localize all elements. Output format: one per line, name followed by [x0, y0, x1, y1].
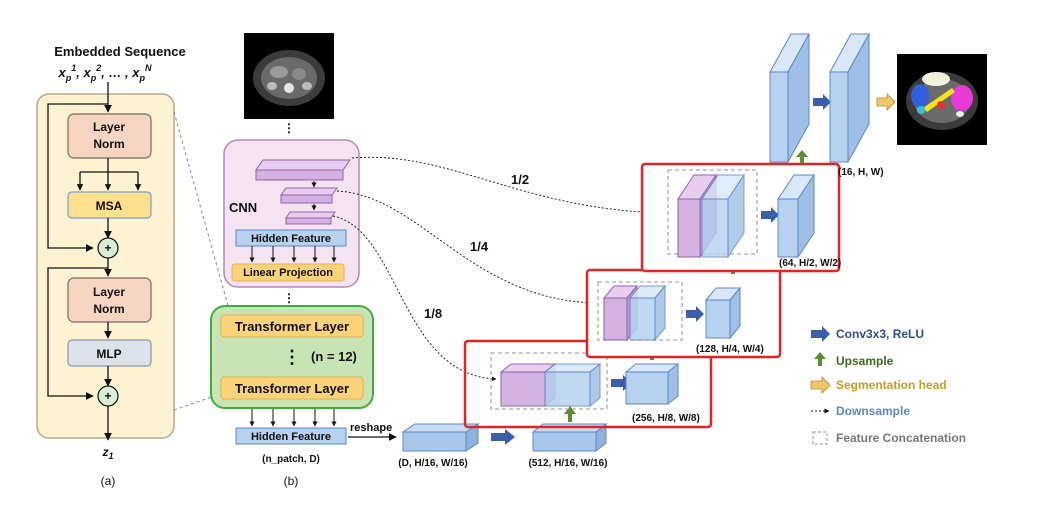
reshape-label: reshape: [350, 422, 392, 434]
conv-arrow-1: [491, 429, 515, 445]
hidden-feature-cnn: [235, 229, 347, 247]
transformer-layer-top-label: Transformer Layer: [235, 319, 349, 334]
residual-add-2-symbol: +: [104, 389, 111, 403]
svg-text:⋮: ⋮: [283, 347, 301, 367]
transformer-layer-bottom-label: Transformer Layer: [235, 381, 349, 396]
linear-projection-label: Linear Projection: [243, 267, 333, 279]
dims-256-label: (256, H/8, W/8): [632, 413, 700, 424]
dims-128-label: (128, H/4, W/4): [696, 344, 764, 355]
layer-norm-1-line2: Norm: [93, 137, 124, 151]
scale-eighth-label: 1/8: [424, 306, 442, 321]
scale-quarter-label: 1/4: [470, 239, 489, 254]
layer-norm-2: [67, 277, 152, 323]
hidden-feature-transformer-label: Hidden Feature: [251, 431, 331, 443]
panel-label-a: (a): [101, 474, 116, 488]
conv-dims-label: (512, H/16, W/16): [529, 458, 608, 469]
layer-norm-2-line2: Norm: [93, 302, 124, 316]
transformer-count: (n = 12): [311, 349, 357, 364]
embedded-sequence-title: Embedded Sequence: [54, 44, 185, 59]
hidden-feature-cnn-label: Hidden Feature: [251, 233, 331, 245]
legend-seghead-label: Segmentation head: [836, 378, 947, 392]
scale-half-label: 1/2: [511, 172, 529, 187]
legend-conv-label: Conv3x3, ReLU: [836, 327, 924, 341]
dims-64-label: (64, H/2, W/2): [779, 258, 841, 269]
out-feature-128: [704, 286, 742, 340]
dims-16-label: (16, H, W): [838, 167, 884, 178]
ct-input-image: [244, 33, 334, 119]
legend-seghead-arrow: [810, 376, 831, 394]
hidden-dims-label: (n_patch, D): [262, 454, 320, 465]
cnn-label: CNN: [229, 200, 257, 215]
legend-upsample-arrow: [814, 352, 826, 366]
up-feature-128: [628, 284, 667, 342]
linear-projection-block: [231, 263, 345, 282]
up-feature-64: [701, 173, 745, 259]
layer-norm-1: [67, 113, 152, 159]
legend-upsample-label: Upsample: [836, 354, 894, 368]
pipeline-panel: ⋮ CNN Hidden Feature Linear Projection ⋮…: [210, 33, 987, 488]
hidden-feature-transformer: [235, 427, 347, 445]
input-sequence-label: xp1, xp2, … , xpN: [57, 63, 152, 83]
legend-concat-label: Feature Concatenation: [836, 431, 966, 445]
mlp-label: MLP: [96, 347, 121, 361]
layer-norm-1-line1: Layer: [93, 120, 125, 134]
out-feature-256: [624, 362, 680, 406]
up-feature-256: [543, 362, 602, 408]
transformer-layer-bottom: [220, 376, 364, 400]
layer-norm-2-line1: Layer: [93, 285, 125, 299]
mlp-block: [67, 339, 152, 367]
msa-block: [67, 191, 152, 219]
legend: Conv3x3, ReLU Upsample Segmentation head…: [810, 326, 966, 445]
legend-conv-arrow: [811, 326, 830, 342]
svg-text:⋮: ⋮: [283, 291, 295, 305]
reshape-dims-label: (D, H/16, W/16): [398, 458, 467, 469]
svg-text:⋮: ⋮: [283, 121, 295, 135]
msa-label: MSA: [96, 199, 123, 213]
transformer-layer-top: [220, 314, 364, 338]
output-z1: z1: [101, 445, 113, 461]
panel-label-b: (b): [284, 474, 299, 488]
residual-add-1-symbol: +: [104, 241, 111, 255]
encoder-block-panel: Embedded Sequence xp1, xp2, … , xpN Laye…: [36, 44, 233, 488]
final-feature-1: [769, 33, 810, 163]
out-feature-64: [777, 173, 815, 259]
segmentation-output-image: [897, 54, 987, 145]
final-feature-2: [829, 33, 870, 163]
legend-concat-box: [812, 431, 828, 445]
concat-box-256: [490, 352, 608, 410]
legend-downsample-label: Downsample: [836, 404, 910, 418]
reshaped-feature-block: [401, 423, 480, 452]
